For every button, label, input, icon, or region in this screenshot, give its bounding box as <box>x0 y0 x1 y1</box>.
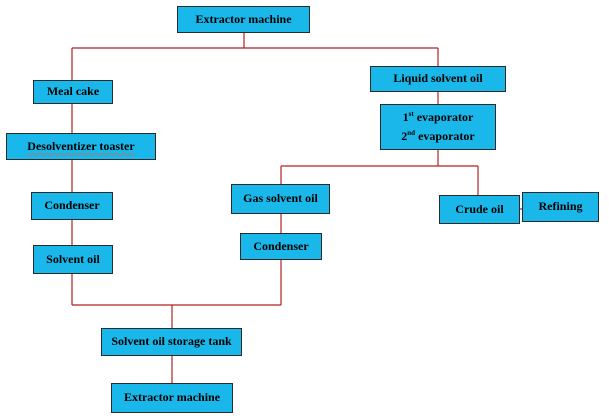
gas-solvent-oil-node: Gas solvent oil <box>231 184 330 214</box>
condenser-middle-node: Condenser <box>240 233 322 260</box>
node-label: Gas solvent oil <box>243 191 318 206</box>
node-label: Refining <box>538 199 583 214</box>
node-label: Liquid solvent oil <box>393 71 483 86</box>
desolventizer-toaster-node: Desolventizer toaster <box>6 133 156 160</box>
node-label: Condenser <box>253 238 309 253</box>
node-label: Crude oil <box>455 201 504 216</box>
liquid-solvent-oil-node: Liquid solvent oil <box>370 66 506 92</box>
crude-oil-node: Crude oil <box>439 195 520 224</box>
refining-node: Refining <box>522 192 599 222</box>
meal-cake-node: Meal cake <box>33 80 113 104</box>
extractor-machine-top-node: Extractor machine <box>177 6 310 33</box>
evaporators-node: 1st evaporator 2nd evaporator <box>380 104 496 150</box>
solvent-oil-storage-tank-node: Solvent oil storage tank <box>101 328 242 356</box>
second-evaporator-label: 2nd evaporator <box>401 129 475 143</box>
node-label: Meal cake <box>46 84 100 99</box>
node-label: Extractor machine <box>123 390 221 405</box>
condenser-left-node: Condenser <box>31 192 113 220</box>
solvent-oil-node: Solvent oil <box>33 245 113 274</box>
node-label: Solvent oil <box>46 251 100 266</box>
node-label: Solvent oil storage tank <box>111 334 232 349</box>
node-label: Condenser <box>44 198 100 213</box>
node-label: Desolventizer toaster <box>27 138 135 153</box>
node-label: Extractor machine <box>195 11 292 26</box>
first-evaporator-label: 1st evaporator <box>402 110 474 125</box>
extractor-machine-bottom-node: Extractor machine <box>111 383 233 413</box>
